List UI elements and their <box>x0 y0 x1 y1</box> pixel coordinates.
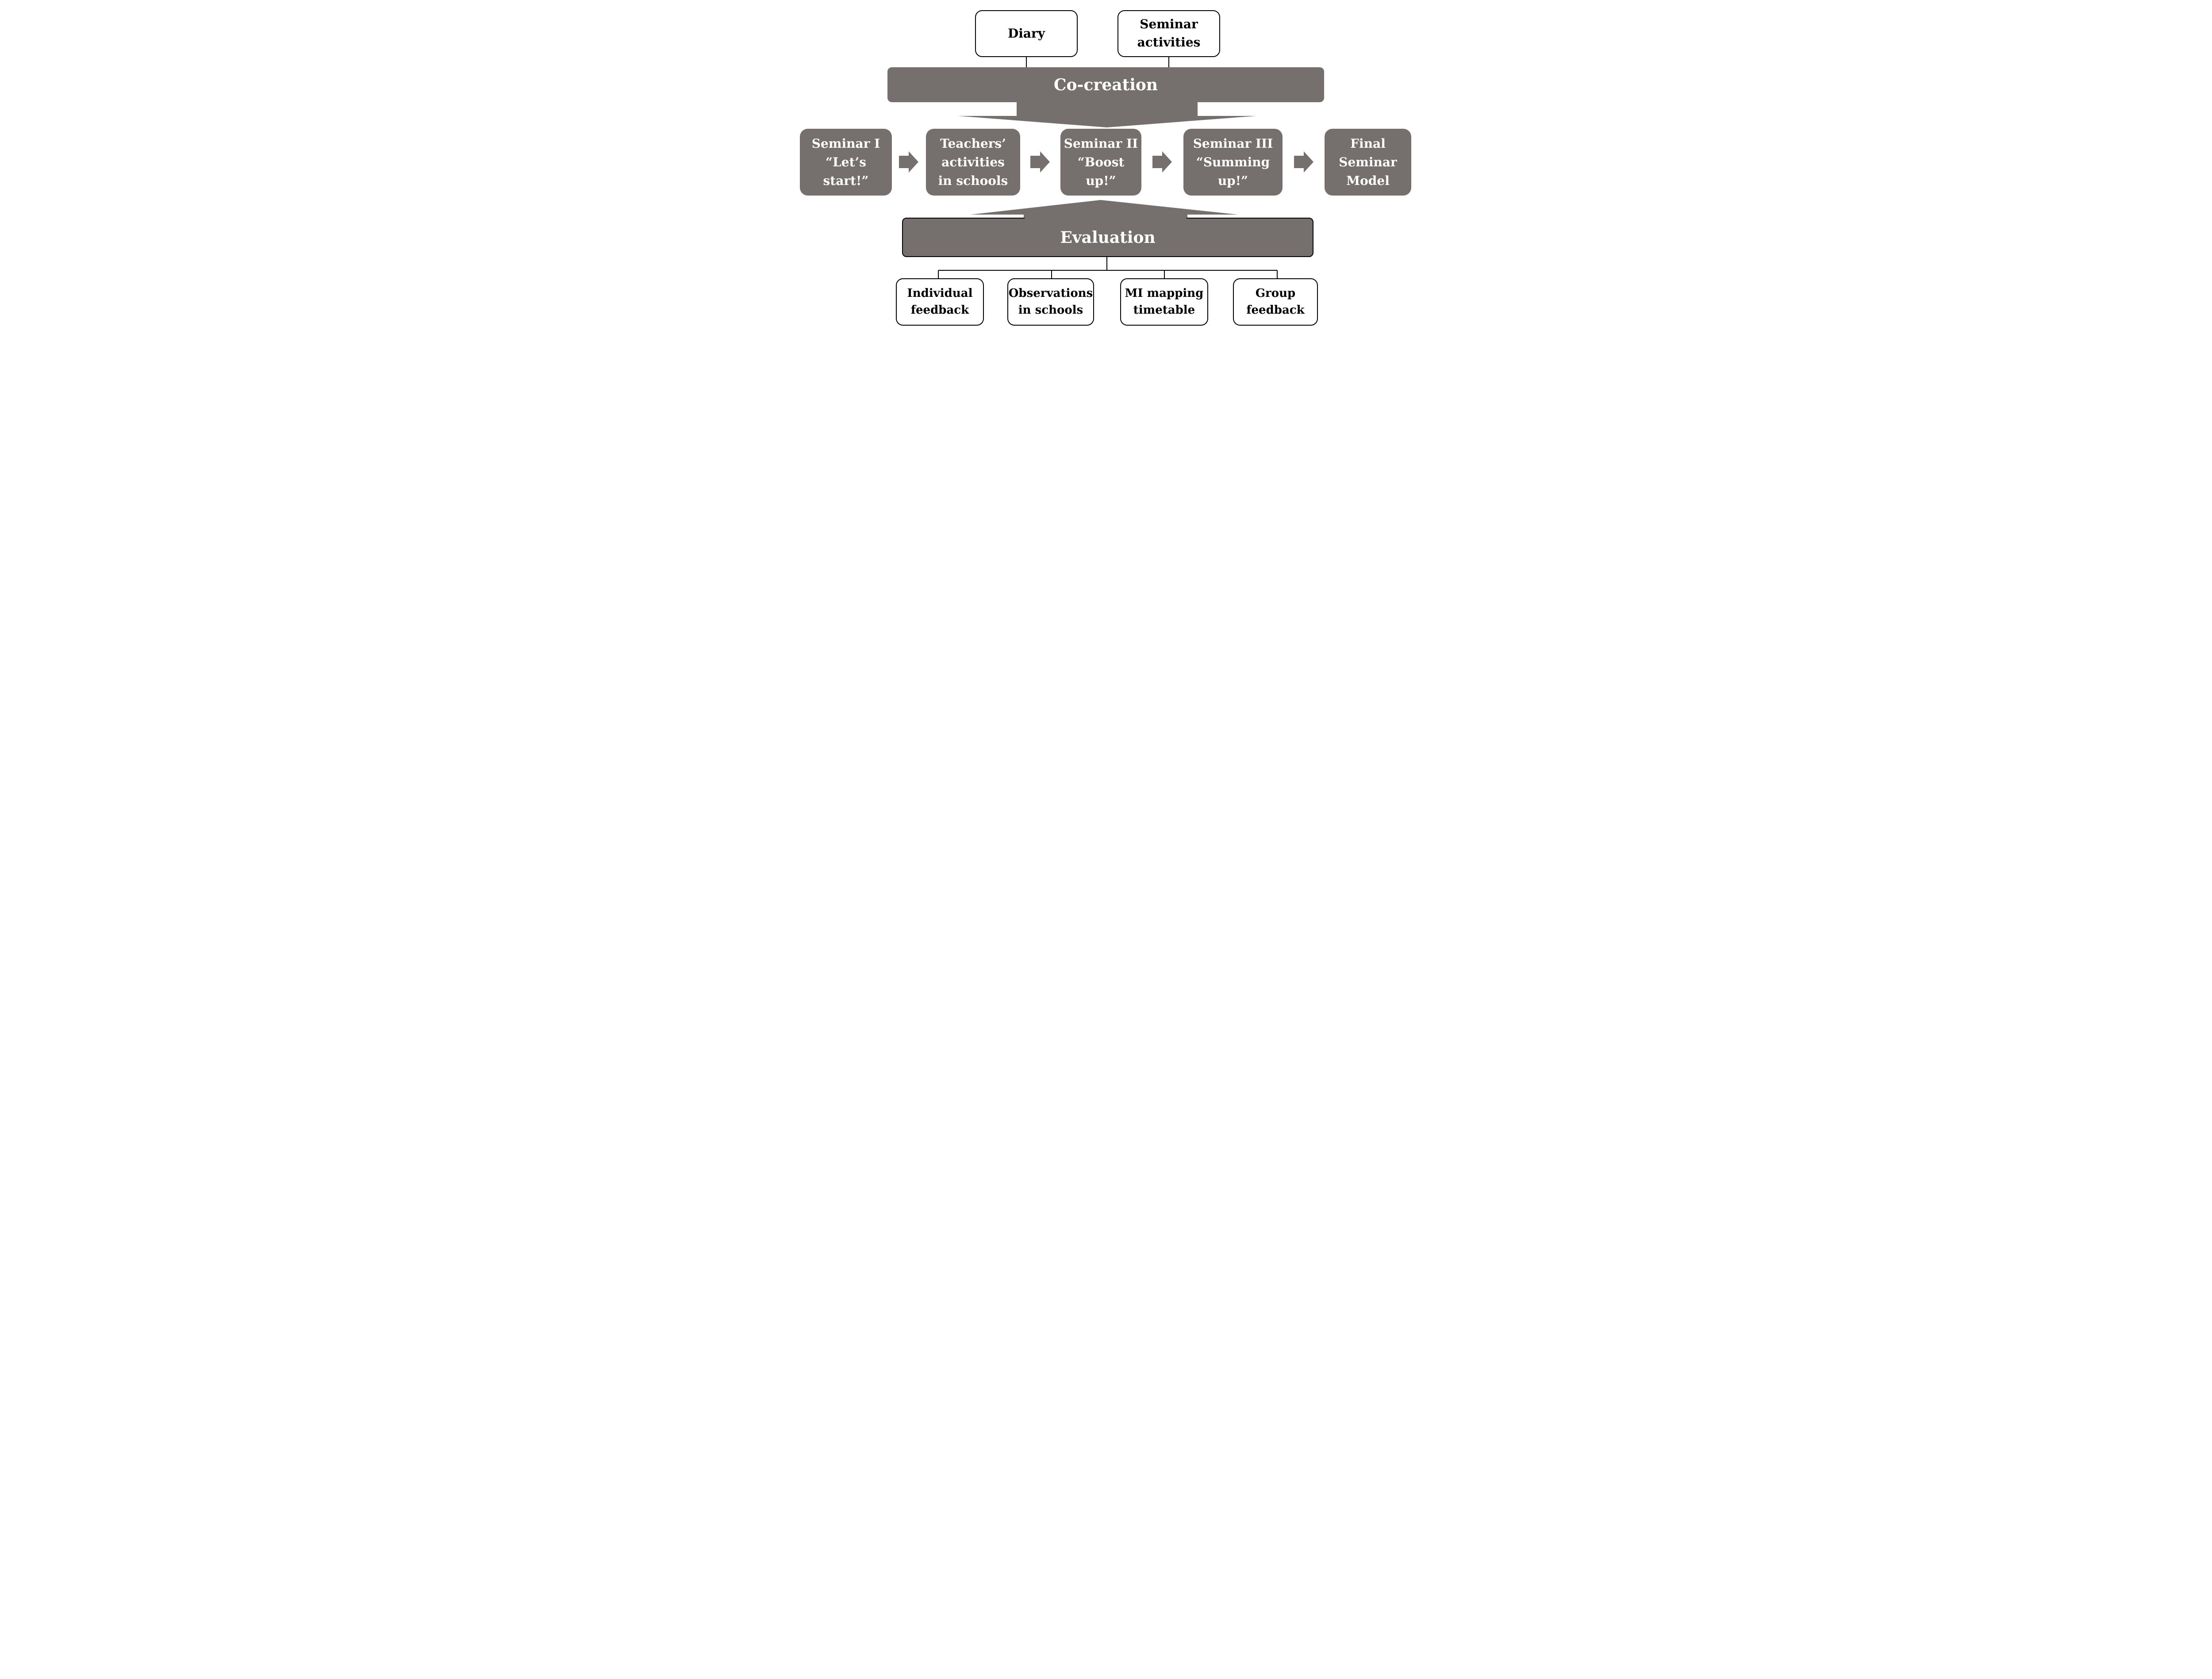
process-step-label: Seminar III “Summing up!” <box>1193 136 1273 188</box>
cocreation-bar-label: Co-creation <box>1053 75 1158 94</box>
evaluation-method-individual-feedback: Individual feedback <box>896 278 984 326</box>
evaluation-method-observations-in-schools: Observations in schools <box>1007 278 1094 326</box>
evaluation-up-arrow <box>971 200 1238 221</box>
process-step-seminar-2: Seminar II “Boost up!” <box>1060 129 1141 196</box>
process-step-label: Seminar II “Boost up!” <box>1064 136 1138 188</box>
process-step-label: Seminar I “Let’s start!” <box>811 136 880 188</box>
seminar-model-flow-diagram: Diary Seminar activities Co-creation Sem… <box>791 0 1421 336</box>
cocreation-bar: Co-creation <box>887 67 1324 102</box>
evaluation-method-label: Individual feedback <box>907 286 973 317</box>
process-step-teachers-activities: Teachers’ activities in schools <box>926 129 1020 196</box>
process-step-seminar-3: Seminar III “Summing up!” <box>1183 129 1283 196</box>
evaluation-bar: Evaluation <box>902 218 1313 257</box>
evaluation-method-label: MI mapping timetable <box>1125 286 1204 317</box>
top-input-diary: Diary <box>975 10 1078 57</box>
evaluation-bar-label: Evaluation <box>1060 228 1156 247</box>
diagram-connectors-layer <box>899 57 1313 279</box>
evaluation-method-label: Observations in schools <box>1008 286 1093 317</box>
process-arrow-3 <box>1152 151 1172 173</box>
process-step-label: Final Seminar Model <box>1339 136 1397 188</box>
evaluation-method-mi-mapping-timetable: MI mapping timetable <box>1120 278 1208 326</box>
process-step-seminar-1: Seminar I “Let’s start!” <box>800 129 892 196</box>
evaluation-method-label: Group feedback <box>1246 286 1305 317</box>
evaluation-up-arrow-stem <box>1025 217 1187 223</box>
cocreation-down-arrow <box>958 95 1256 127</box>
top-input-diary-label: Diary <box>1007 26 1045 41</box>
process-step-label: Teachers’ activities in schools <box>938 136 1008 188</box>
top-input-seminar-activities-label: Seminar activities <box>1137 17 1201 50</box>
evaluation-method-group-feedback: Group feedback <box>1233 278 1318 326</box>
process-arrow-1 <box>899 151 918 173</box>
process-arrow-2 <box>1030 151 1050 173</box>
evaluation-tree-connector <box>938 257 1278 279</box>
process-arrow-4 <box>1294 151 1313 173</box>
top-input-seminar-activities: Seminar activities <box>1118 10 1220 57</box>
process-step-final-seminar-model: Final Seminar Model <box>1325 129 1411 196</box>
